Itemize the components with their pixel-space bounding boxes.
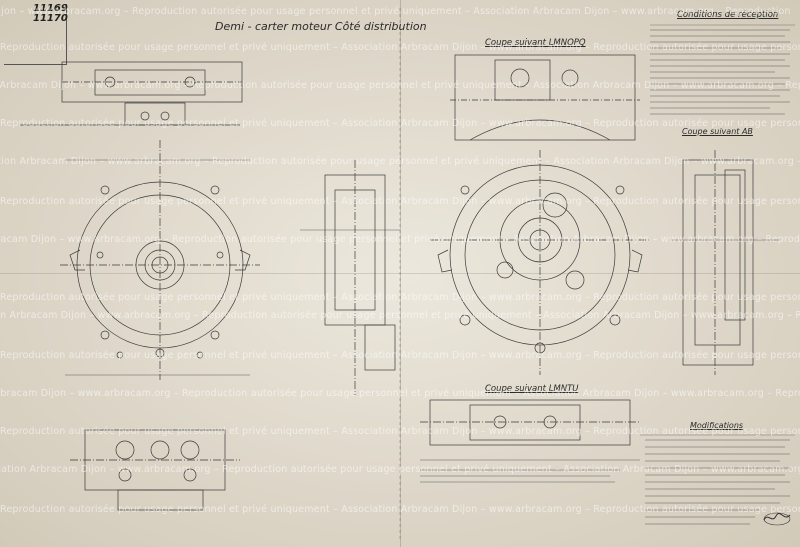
section-lmnopq-outline: [454, 54, 636, 141]
watermark-row: Reproduction autorisée pour usage person…: [0, 292, 800, 303]
drawing-title: Demi - carter moteur Côté distribution: [215, 20, 427, 33]
conditions-notes: [650, 29, 790, 115]
watermark-row: Association Arbracam Dijon – www.arbraca…: [0, 234, 800, 245]
watermark-row: Association Arbracam Dijon – www.arbraca…: [0, 156, 800, 167]
watermark-row: Association Arbracam Dijon – www.arbraca…: [0, 6, 791, 17]
modifications-title: Modifications: [690, 421, 744, 430]
watermark-row: Association Arbracam Dijon – www.arbraca…: [0, 80, 800, 91]
conditions-title: Conditions de réception: [677, 10, 779, 20]
watermark-row: Reproduction autorisée pour usage person…: [0, 426, 800, 437]
section-ab-label: Coupe suivant AB: [682, 127, 753, 136]
watermark-row: Reproduction autorisée pour usage person…: [0, 118, 800, 129]
watermark-row: Association Arbracam Dijon – www.arbraca…: [0, 464, 800, 475]
watermark-row: Association Arbracam Dijon – www.arbraca…: [0, 388, 800, 399]
section-ab-outline: [682, 159, 754, 366]
watermark-row: Reproduction autorisée pour usage person…: [0, 196, 800, 207]
drawing-number-2: 11170: [33, 13, 68, 24]
signature-icon: [763, 512, 791, 526]
section-lmntu-outline: [429, 399, 631, 446]
section-lmnopq-label: Coupe suivant LMNOPQ: [485, 38, 586, 48]
section-lmntu-label: Coupe suivant LMNTU: [485, 384, 579, 394]
watermark-row: Reproduction autorisée pour usage person…: [0, 350, 800, 361]
modification-notes: [420, 439, 790, 525]
watermark-row: Reproduction autorisée pour usage person…: [0, 504, 800, 515]
fold-line-vertical: [400, 0, 401, 547]
drawing-number: 11169 11170: [33, 4, 68, 24]
title-block: [4, 4, 67, 65]
watermark-row: Reproduction autorisée pour usage person…: [0, 42, 800, 53]
watermark-row: Association Arbracam Dijon – www.arbraca…: [0, 310, 800, 321]
drawing-number-1: 11169: [33, 3, 68, 14]
